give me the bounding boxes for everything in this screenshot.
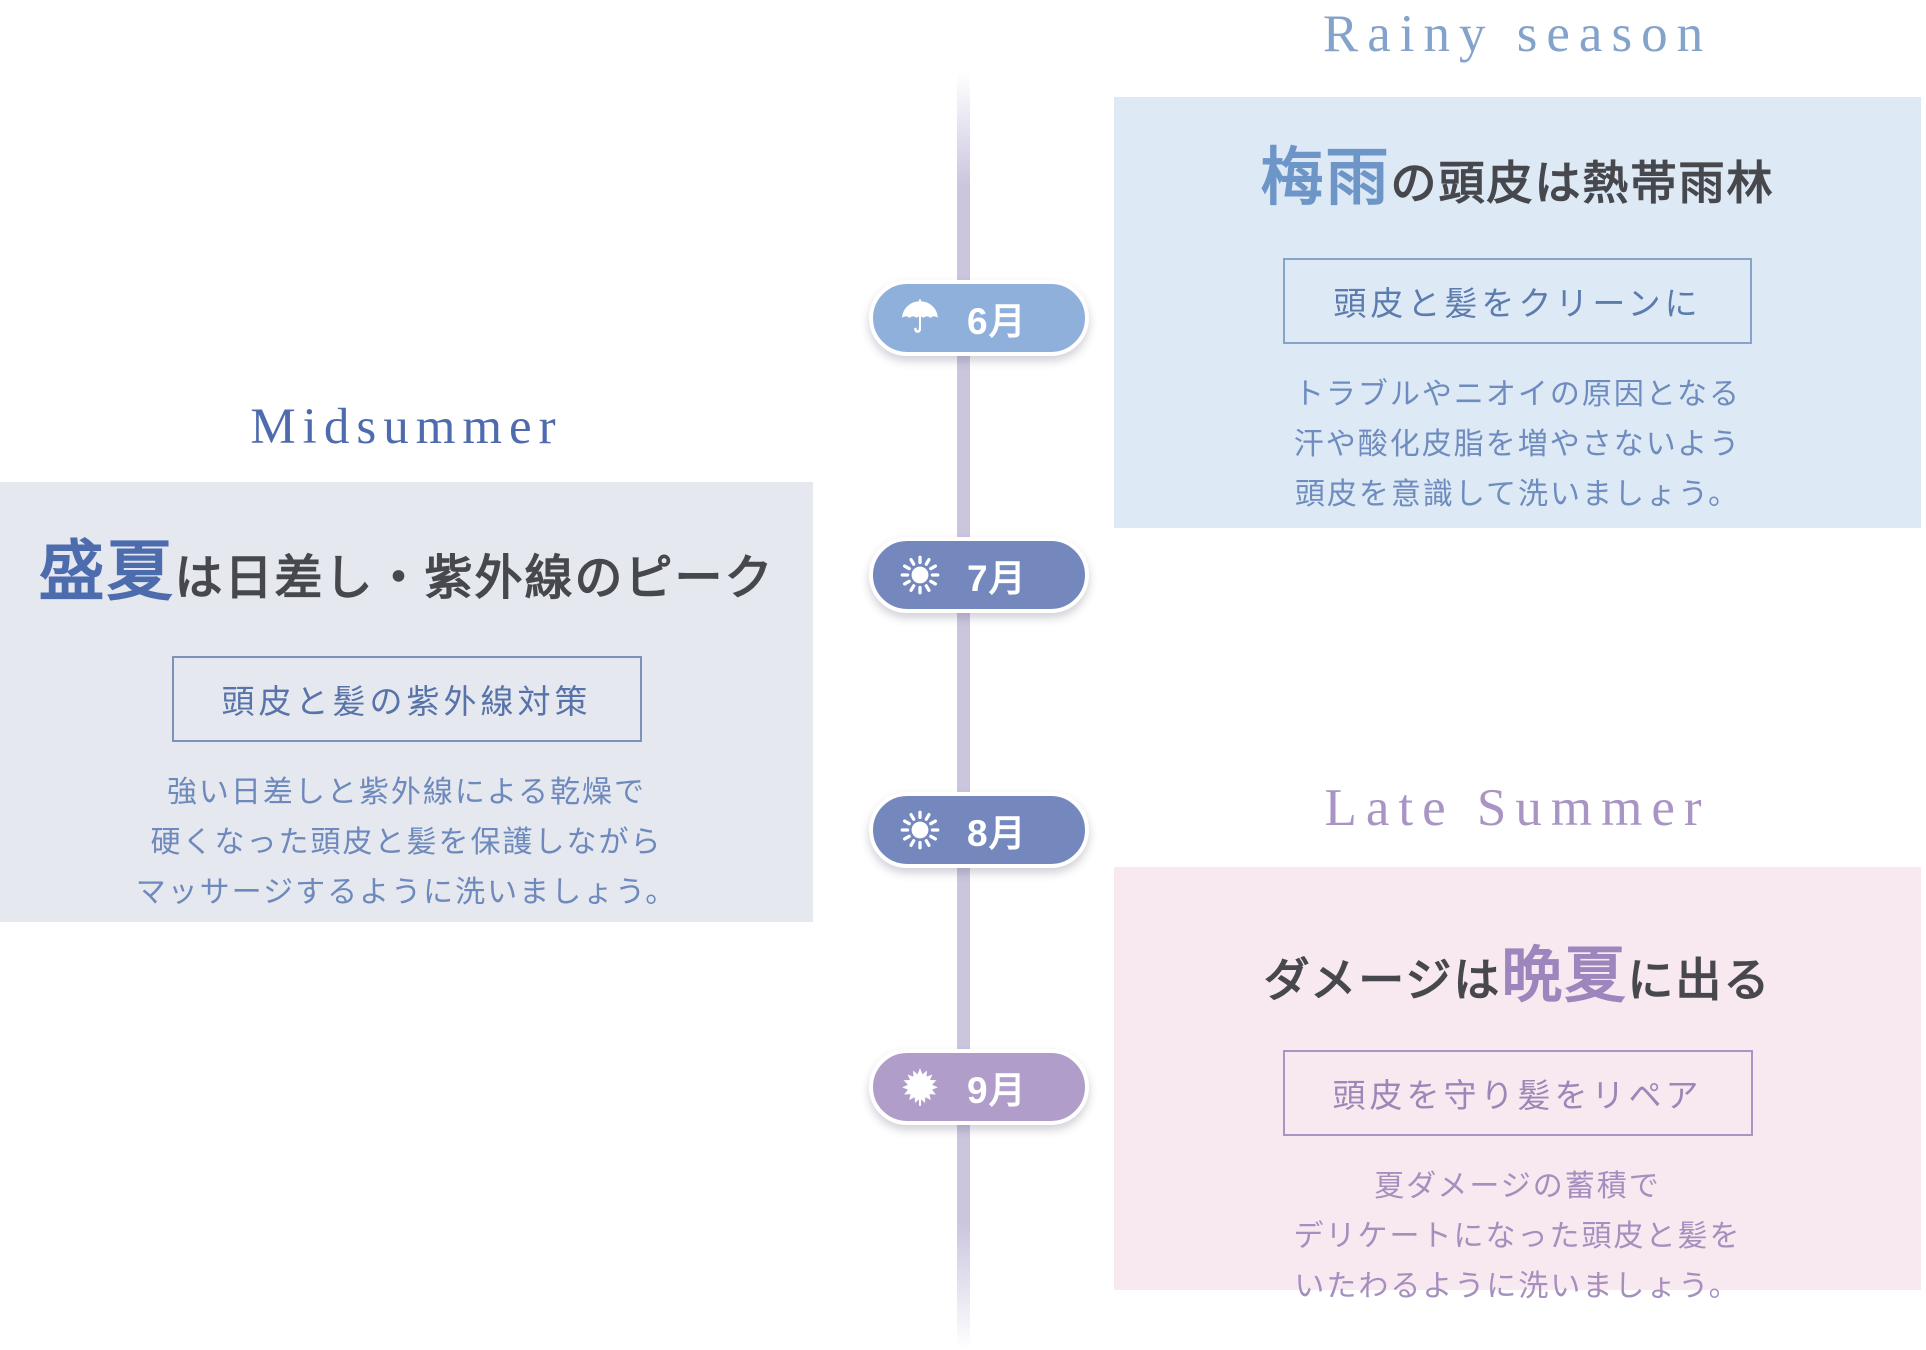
headline-rest: の頭皮は熱帯雨林: [1390, 158, 1775, 209]
headline-pre: ダメージは: [1263, 955, 1502, 1006]
rainy-season-headline: 梅雨の頭皮は熱帯雨林: [1261, 127, 1775, 218]
midsummer-title: Midsummer: [250, 399, 563, 455]
sun-icon: [899, 554, 941, 596]
midsummer-body: 強い日差しと紫外線による乾燥で 硬くなった頭皮と髪を保護しながら マッサージする…: [136, 768, 678, 918]
body-line: 硬くなった頭皮と髪を保護しながら: [150, 826, 663, 859]
timeline-marker-september: 9月: [869, 1049, 1089, 1125]
body-line: 汗や酸化皮脂を増やさないよう: [1293, 428, 1742, 461]
month-label: 9月: [967, 1070, 1027, 1111]
body-line: いたわるように洗いましょう。: [1294, 1270, 1741, 1303]
maple-leaf-icon: [899, 1066, 941, 1108]
body-line: 夏ダメージの蓄積で: [1374, 1170, 1661, 1203]
body-line: デリケートになった頭皮と髪を: [1293, 1220, 1742, 1253]
timeline-line: [957, 72, 970, 1350]
month-label: 6月: [967, 301, 1027, 342]
late-summer-body: 夏ダメージの蓄積で デリケートになった頭皮と髪を いたわるように洗いましょう。: [1294, 1162, 1742, 1312]
headline-accent: 晩夏: [1501, 943, 1628, 1010]
sun-icon: [899, 809, 941, 851]
midsummer-headline: 盛夏は日差し・紫外線のピーク: [38, 518, 774, 614]
midsummer-panel: 盛夏は日差し・紫外線のピーク 頭皮と髪の紫外線対策 強い日差しと紫外線による乾燥…: [0, 482, 813, 922]
late-summer-title: Late Summer: [1324, 779, 1711, 837]
headline-post: に出る: [1627, 955, 1772, 1006]
midsummer-tag: 頭皮と髪の紫外線対策: [171, 656, 642, 742]
headline-accent: 盛夏: [38, 536, 175, 609]
umbrella-icon: [899, 297, 941, 339]
rainy-season-tag: 頭皮と髪をクリーンに: [1283, 258, 1752, 344]
rainy-season-panel: 梅雨の頭皮は熱帯雨林 頭皮と髪をクリーンに トラブルやニオイの原因となる 汗や酸…: [1114, 97, 1921, 528]
body-line: 強い日差しと紫外線による乾燥で: [166, 776, 647, 809]
late-summer-panel: ダメージは晩夏に出る 頭皮を守り髪をリペア 夏ダメージの蓄積で デリケートになっ…: [1114, 867, 1921, 1303]
month-label: 8月: [967, 813, 1027, 854]
timeline-marker-june: 6月: [869, 280, 1089, 356]
headline-rest: は日差し・紫外線のピーク: [174, 552, 775, 605]
body-line: マッサージするように洗いましょう。: [135, 876, 678, 909]
late-summer-headline: ダメージは晩夏に出る: [1264, 925, 1772, 1014]
late-summer-tag: 頭皮を守り髪をリペア: [1282, 1050, 1753, 1136]
month-label: 7月: [967, 558, 1027, 599]
body-line: 頭皮を意識して洗いましょう。: [1294, 478, 1741, 511]
rainy-season-title: Rainy season: [1322, 5, 1713, 63]
headline-accent: 梅雨: [1260, 143, 1391, 213]
timeline-marker-august: 8月: [869, 792, 1089, 868]
timeline-marker-july: 7月: [869, 537, 1089, 613]
body-line: トラブルやニオイの原因となる: [1293, 378, 1742, 411]
rainy-season-body: トラブルやニオイの原因となる 汗や酸化皮脂を増やさないよう 頭皮を意識して洗いま…: [1294, 370, 1741, 520]
